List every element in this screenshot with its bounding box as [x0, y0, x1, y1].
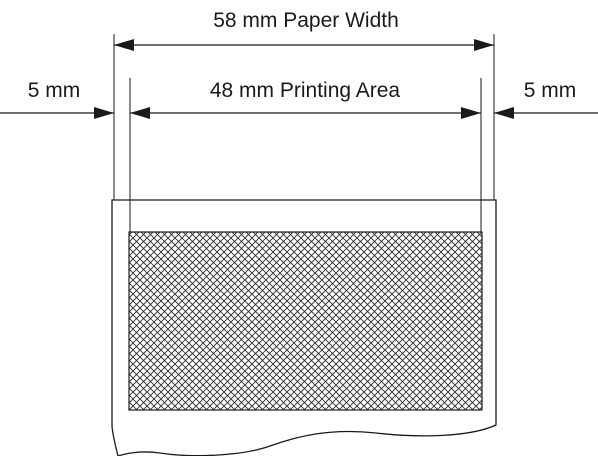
right-margin-arrowhead [494, 107, 514, 119]
printing-area-left-arrowhead [130, 107, 150, 119]
printing-area [128, 231, 483, 411]
paper-width-right-arrowhead [474, 39, 494, 51]
paper-width-label: 58 mm Paper Width [213, 9, 399, 32]
printing-area-label: 48 mm Printing Area [210, 79, 401, 102]
left-margin-arrowhead [94, 107, 114, 119]
printing-area-right-arrowhead [461, 107, 481, 119]
paper-width-left-arrowhead [114, 39, 134, 51]
left-margin-label: 5 mm [28, 79, 81, 102]
right-margin-label: 5 mm [524, 79, 577, 102]
